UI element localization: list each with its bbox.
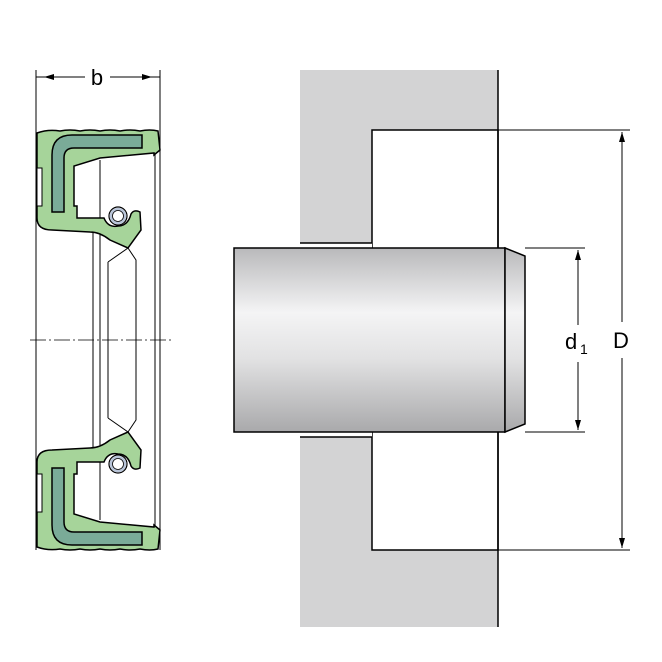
seal-rubber (36, 129, 161, 249)
seal-metal-insert (51, 134, 143, 213)
dimension-d1: d 1 (525, 247, 588, 433)
dimension-label-D: D (613, 328, 629, 353)
shaft (233, 246, 526, 434)
dimension-label-d-subscript: 1 (580, 341, 588, 357)
dimension-b: b (36, 65, 160, 90)
dimension-label-b: b (91, 65, 103, 90)
seal-cross-section (30, 70, 172, 552)
dimension-D: D (498, 129, 630, 551)
dimension-label-d: d (565, 329, 577, 354)
